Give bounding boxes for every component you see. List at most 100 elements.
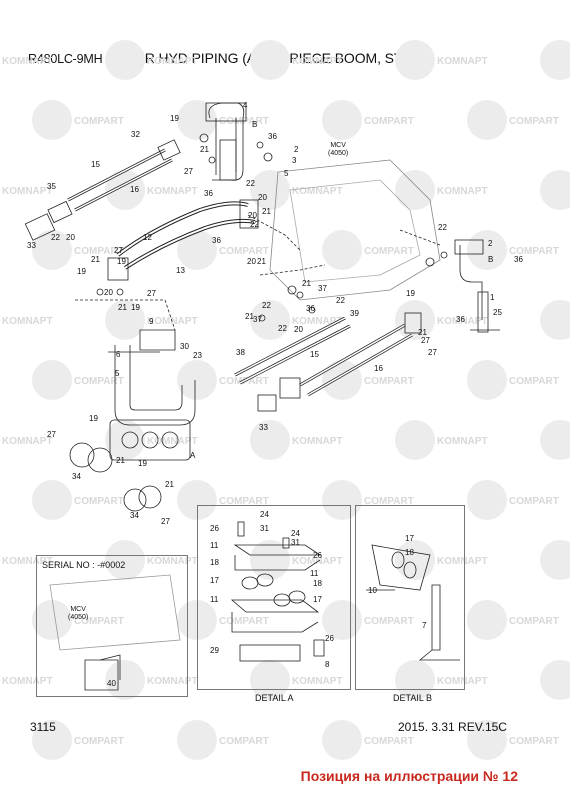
svg-text:27: 27 (47, 430, 56, 439)
watermark-text: KOMNAPT (292, 676, 343, 687)
serial-mcv-label: MCV (4050) (68, 606, 88, 622)
watermark-text: COMPART (219, 616, 269, 627)
watermark-text: KOMNAPT (437, 556, 488, 567)
svg-text:4: 4 (243, 101, 248, 110)
watermark-logo (322, 480, 362, 520)
svg-text:B: B (488, 255, 493, 264)
watermark-text: COMPART (74, 376, 124, 387)
svg-text:11: 11 (310, 569, 319, 578)
watermark-logo (250, 420, 290, 460)
watermark-layer: KOMNAPT KOMNAPT KOMNAPT KOMNAPT KOMNAPT COMPA… (2, 40, 570, 760)
svg-text:21: 21 (245, 312, 254, 321)
watermark-text: KOMNAPT (147, 676, 198, 687)
watermark-logo (540, 660, 570, 700)
watermark-logo (32, 100, 72, 140)
watermark-logo (322, 230, 362, 270)
watermark-logo (105, 300, 145, 340)
svg-text:25: 25 (493, 308, 502, 317)
svg-text:6: 6 (116, 350, 121, 359)
watermark-logo (32, 600, 72, 640)
svg-text:21: 21 (302, 279, 311, 288)
mcv-name: MCV (330, 142, 346, 149)
serial-mcv-name: MCV (70, 606, 86, 613)
svg-text:20: 20 (247, 257, 256, 266)
watermark-logo (540, 540, 570, 580)
svg-text:38: 38 (236, 348, 245, 357)
watermark-logo (395, 40, 435, 80)
watermark-text: COMPART (74, 736, 124, 747)
svg-text:18: 18 (313, 579, 322, 588)
watermark-text: COMPART (219, 116, 269, 127)
watermark-text: KOMNAPT (2, 556, 53, 567)
svg-text:36: 36 (456, 315, 465, 324)
watermark-logo (322, 600, 362, 640)
watermark-logo (177, 480, 217, 520)
svg-text:22: 22 (262, 301, 271, 310)
watermark-text: COMPART (74, 246, 124, 257)
svg-text:19: 19 (131, 303, 140, 312)
svg-text:20: 20 (248, 211, 257, 220)
svg-text:20: 20 (294, 325, 303, 334)
svg-text:15: 15 (310, 350, 319, 359)
watermark-text: KOMNAPT (292, 436, 343, 447)
illustration-caption: Позиция на иллюстрации № 12 (300, 768, 518, 784)
watermark-text: KOMNAPT (292, 56, 343, 67)
svg-text:19: 19 (89, 414, 98, 423)
svg-text:37: 37 (253, 315, 262, 324)
watermark-text: COMPART (364, 616, 414, 627)
svg-text:19: 19 (77, 267, 86, 276)
watermark-text: COMPART (509, 116, 559, 127)
watermark-logo (322, 100, 362, 140)
svg-text:22: 22 (278, 324, 287, 333)
watermark-logo (105, 420, 145, 460)
svg-text:16: 16 (130, 185, 139, 194)
watermark-text: COMPART (219, 496, 269, 507)
watermark-logo (177, 360, 217, 400)
svg-text:19: 19 (406, 289, 415, 298)
svg-text:21: 21 (257, 257, 266, 266)
svg-text:9: 9 (149, 317, 154, 326)
svg-text:22: 22 (250, 220, 259, 229)
mcv-code: (4050) (328, 150, 349, 157)
watermark-text: KOMNAPT (437, 436, 488, 447)
watermark-text: COMPART (509, 616, 559, 627)
svg-text:B: B (252, 120, 257, 129)
svg-text:26: 26 (210, 524, 219, 533)
watermark-text: COMPART (74, 496, 124, 507)
svg-text:21: 21 (418, 328, 427, 337)
watermark-logo (467, 720, 507, 760)
svg-text:31: 31 (260, 524, 269, 533)
svg-text:5: 5 (115, 369, 120, 378)
svg-text:17: 17 (405, 534, 414, 543)
watermark-text: COMPART (364, 376, 414, 387)
watermark-text: KOMNAPT (437, 186, 488, 197)
svg-text:11: 11 (210, 541, 219, 550)
svg-text:19: 19 (170, 114, 179, 123)
watermark-text: COMPART (509, 376, 559, 387)
watermark-text: KOMNAPT (2, 316, 53, 327)
watermark-text: KOMNAPT (147, 556, 198, 567)
svg-text:39: 39 (350, 309, 359, 318)
svg-text:22: 22 (51, 233, 60, 242)
svg-text:5: 5 (284, 169, 289, 178)
svg-text:2: 2 (488, 239, 493, 248)
svg-text:19: 19 (117, 257, 126, 266)
detail-a-label: DETAIL A (255, 693, 294, 703)
svg-text:17: 17 (210, 576, 219, 585)
svg-text:22: 22 (336, 296, 345, 305)
serial-inset-frame (36, 555, 188, 697)
watermark-text: COMPART (364, 116, 414, 127)
watermark-text: KOMNAPT (2, 436, 53, 447)
svg-text:21: 21 (91, 255, 100, 264)
svg-text:27: 27 (147, 289, 156, 298)
serial-mcv-code: (4050) (68, 614, 89, 621)
svg-text:21: 21 (262, 207, 271, 216)
watermark-logo (322, 720, 362, 760)
svg-text:27: 27 (161, 517, 170, 526)
watermark-logo (250, 170, 290, 210)
svg-text:34: 34 (130, 511, 139, 520)
mcv-label: MCV (4050) (328, 142, 348, 158)
watermark-text: COMPART (364, 496, 414, 507)
svg-text:8: 8 (325, 660, 330, 669)
watermark-text: COMPART (74, 116, 124, 127)
